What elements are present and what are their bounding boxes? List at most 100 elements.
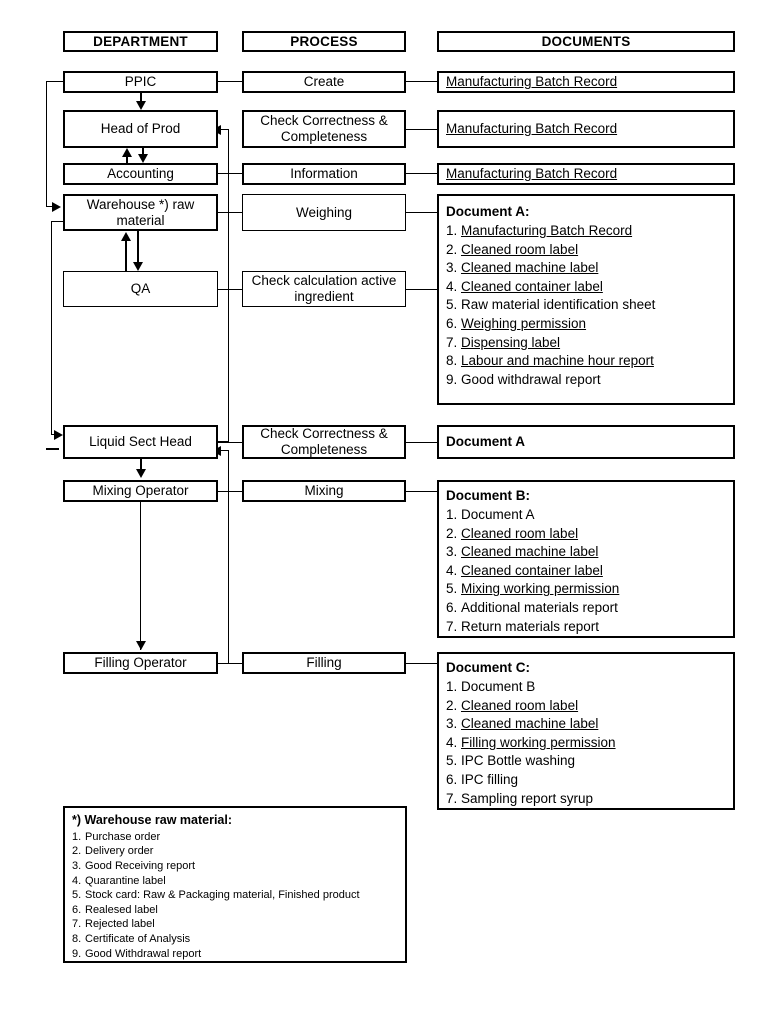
dept-box-accounting[interactable]: Accounting	[63, 163, 218, 185]
process-box-filling[interactable]: Filling	[242, 652, 406, 674]
link-weighing-doc-a	[406, 212, 437, 213]
list-item-text: IPC filling	[461, 772, 519, 788]
link-accounting-information	[218, 173, 242, 174]
link-warehouse-left-vertical	[51, 221, 52, 434]
list-item-text: Manufacturing Batch Record	[461, 222, 633, 238]
list-item-text: Good Withdrawal report	[85, 947, 202, 960]
column-header-documents-label: DOCUMENTS	[541, 33, 631, 49]
dept-box-qa[interactable]: QA	[63, 271, 218, 307]
doc-box-mbr-2[interactable]: Manufacturing Batch Record	[437, 110, 735, 148]
list-item: 6.Additional materials report	[446, 599, 727, 618]
doc-box-document-a[interactable]: Document A: 1.Manufacturing Batch Record…	[437, 194, 735, 405]
link-filling-doc-c	[406, 663, 437, 664]
list-item-text: Quarantine label	[85, 874, 166, 887]
footnote-warehouse-raw-material: *) Warehouse raw material: 1.Purchase or…	[63, 806, 407, 963]
list-item-text: Mixing working permission	[461, 581, 620, 597]
doc-box-document-a-ref[interactable]: Document A	[437, 425, 735, 459]
list-item-number: 1.	[72, 830, 82, 843]
list-item: 5.Stock card: Raw & Packaging material, …	[72, 888, 399, 903]
doc-box-document-c[interactable]: Document C: 1.Document B 2.Cleaned room …	[437, 652, 735, 810]
list-item-number: 3.	[446, 260, 458, 276]
column-header-process-label: PROCESS	[290, 33, 358, 49]
list-item: 9.Good Withdrawal report	[72, 947, 399, 962]
list-item-number: 6.	[446, 600, 458, 616]
list-item: 4.Cleaned container label	[446, 562, 727, 581]
list-item-number: 7.	[446, 790, 458, 806]
process-box-check-calculation[interactable]: Check calculation active ingredient	[242, 271, 406, 307]
arrow-up-accounting-head	[122, 148, 132, 157]
process-box-create[interactable]: Create	[242, 71, 406, 93]
list-item-number: 4.	[446, 734, 458, 750]
arrow-down-ppic-head	[136, 101, 146, 110]
list-item-number: 3.	[72, 859, 82, 872]
list-item: 2.Cleaned room label	[446, 525, 727, 544]
list-item: 3.Cleaned machine label	[446, 715, 727, 734]
link-filling-operator-filling	[218, 663, 242, 664]
link-liquid-to-head-bottom	[218, 441, 229, 442]
list-item-text: Cleaned container label	[461, 278, 603, 294]
list-item-number: 7.	[446, 618, 458, 634]
list-item-number: 6.	[446, 316, 458, 332]
list-item-text: Weighing permission	[461, 316, 587, 332]
process-box-create-label: Create	[303, 74, 345, 90]
list-item-text: Cleaned room label	[461, 241, 579, 257]
list-item: 5.Raw material identification sheet	[446, 296, 727, 315]
link-qa-check-calculation	[218, 289, 242, 290]
dept-box-warehouse-raw-material[interactable]: Warehouse *) raw material	[63, 194, 218, 231]
link-ppic-head-of-prod	[140, 93, 142, 105]
dept-box-mixing-operator[interactable]: Mixing Operator	[63, 480, 218, 502]
list-item-text: Certificate of Analysis	[85, 933, 191, 945]
link-filling-to-liquid-bottom	[218, 663, 229, 664]
process-box-mixing[interactable]: Mixing	[242, 480, 406, 502]
process-box-filling-label: Filling	[306, 655, 342, 671]
list-item-number: 8.	[72, 933, 82, 945]
doc-box-mbr-2-label: Manufacturing Batch Record	[446, 121, 618, 137]
dept-box-head-of-prod[interactable]: Head of Prod	[63, 110, 218, 148]
process-box-check-correctness-2-label: Check Correctness & Completeness	[260, 426, 388, 457]
list-item: 3.Cleaned machine label	[446, 259, 727, 278]
list-item-number: 4.	[446, 278, 458, 294]
list-item: 1.Document A	[446, 506, 727, 525]
list-item-text: Good Receiving report	[85, 859, 196, 872]
link-liquid-to-mixing-operator	[140, 459, 142, 476]
link-mixing-operator-mixing	[218, 491, 242, 492]
list-item: 4.Cleaned container label	[446, 278, 727, 297]
doc-box-mbr-3[interactable]: Manufacturing Batch Record	[437, 163, 735, 185]
link-qa-to-warehouse	[125, 239, 127, 271]
list-item: 7.Sampling report syrup	[446, 790, 727, 809]
process-box-check-correctness-1-label: Check Correctness & Completeness	[260, 113, 388, 144]
dept-box-liquid-sect-head-label: Liquid Sect Head	[89, 434, 192, 450]
process-box-check-correctness-1[interactable]: Check Correctness & Completeness	[242, 110, 406, 148]
dept-box-accounting-label: Accounting	[107, 166, 174, 182]
list-item-text: Purchase order	[85, 830, 161, 843]
list-item-text: Cleaned machine label	[461, 260, 599, 276]
doc-box-document-b[interactable]: Document B: 1.Document A 2.Cleaned room …	[437, 480, 735, 638]
list-item-text: Document B	[461, 678, 536, 694]
link-accounting-to-head	[126, 155, 128, 164]
list-item-number: 5.	[446, 297, 458, 313]
process-box-weighing-label: Weighing	[295, 204, 353, 220]
list-item: 3.Cleaned machine label	[446, 543, 727, 562]
list-item: 8.Labour and machine hour report	[446, 352, 727, 371]
process-box-weighing[interactable]: Weighing	[242, 194, 406, 231]
process-box-check-correctness-2[interactable]: Check Correctness & Completeness	[242, 425, 406, 459]
list-item-text: IPC Bottle washing	[461, 753, 576, 769]
doc-box-mbr-1[interactable]: Manufacturing Batch Record	[437, 71, 735, 93]
dept-box-liquid-sect-head[interactable]: Liquid Sect Head	[63, 425, 218, 459]
list-item: 6.IPC filling	[446, 771, 727, 790]
list-item-text: Realesed label	[85, 903, 158, 916]
dept-box-filling-operator[interactable]: Filling Operator	[63, 652, 218, 674]
doc-box-mbr-3-label: Manufacturing Batch Record	[446, 166, 618, 182]
dept-box-filling-operator-label: Filling Operator	[94, 655, 187, 671]
dept-box-ppic[interactable]: PPIC	[63, 71, 218, 93]
list-item-text: Cleaned machine label	[461, 544, 599, 560]
list-item: 2.Cleaned room label	[446, 241, 727, 260]
arrow-down-warehouse-qa	[133, 262, 143, 271]
process-box-information[interactable]: Information	[242, 163, 406, 185]
doc-box-document-a-list: 1.Manufacturing Batch Record 2.Cleaned r…	[446, 222, 727, 390]
link-liquid-to-head-vertical	[228, 129, 229, 442]
list-item-number: 9.	[72, 947, 82, 960]
link-warehouse-left-stub	[51, 221, 63, 222]
list-item-text: Cleaned room label	[461, 525, 579, 541]
list-item: 7.Return materials report	[446, 618, 727, 637]
